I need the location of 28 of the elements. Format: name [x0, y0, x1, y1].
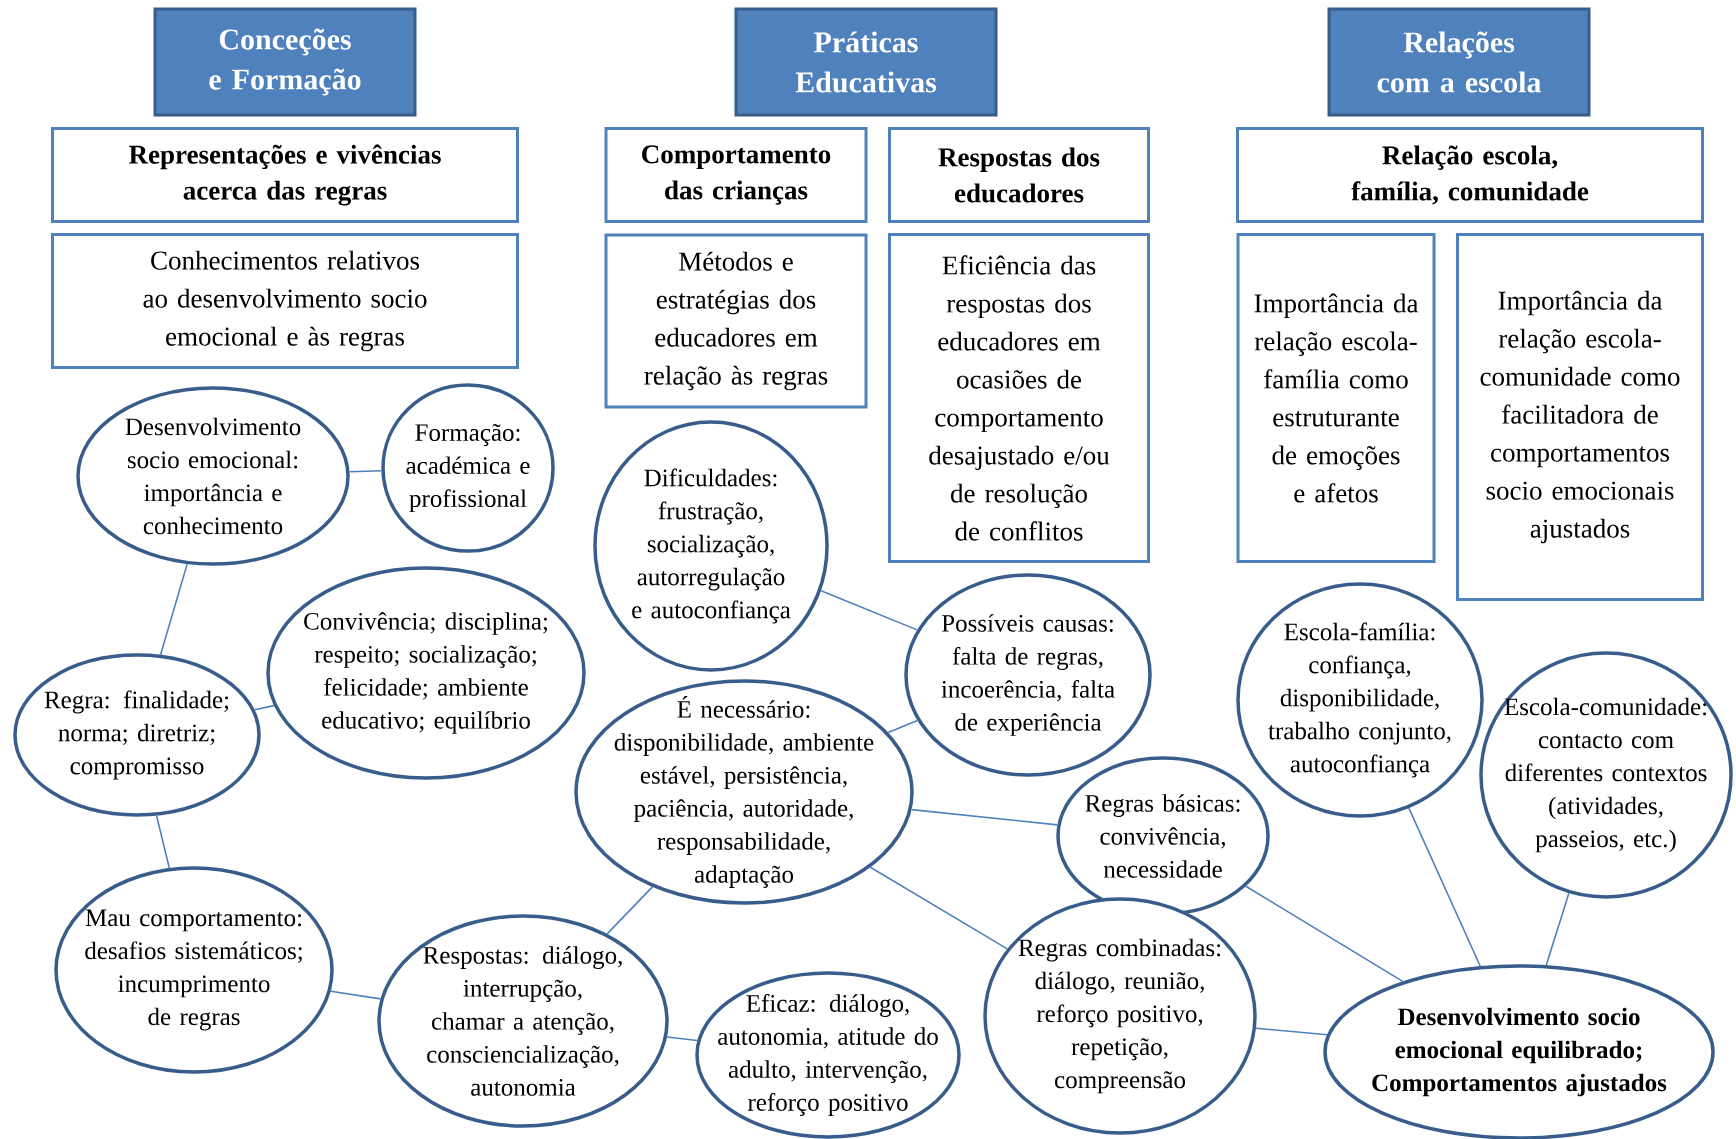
description-box: Métodos e estratégias dos educadores em relação às regras [604, 233, 868, 409]
category-box: Comportamento das crianças [604, 127, 868, 223]
connector-line [330, 990, 382, 1000]
header-box: Conceções e Formação [153, 7, 417, 117]
description-box: Importância da relação escola-família como estruturante de emoções e afetos [1236, 233, 1436, 563]
category-box: Relação escola, família, comunidade [1236, 127, 1704, 223]
connector-line [155, 814, 171, 869]
connector-line [1245, 885, 1404, 983]
description-box: Eficiência das respostas dos educadores em ocasiões de comportamento desajustado e/ou de resolução de conflitos [888, 233, 1150, 563]
connector-line [606, 886, 654, 935]
connector-line [348, 469, 383, 473]
connector-line [820, 589, 918, 631]
connector-line [910, 808, 1059, 826]
category-box: Representações e vivências acerca das regras [51, 127, 519, 223]
connector-line [666, 1036, 699, 1042]
header-box: Relações com a escola [1327, 7, 1591, 117]
category-box: Respostas dos educadores [888, 127, 1150, 223]
description-box: Importância da relação escola-comunidade como facilitadora de comportamentos socio emocionais ajustados [1456, 233, 1704, 601]
connector-line [869, 866, 1009, 950]
connector-line [1545, 892, 1570, 966]
node-label: Regras combinadas: diálogo, reunião, reforço positivo, repetição, compreensão [1018, 938, 1221, 1094]
connector-line [253, 704, 275, 711]
connector-line [1408, 807, 1481, 967]
connector-line [159, 563, 188, 656]
header-box: Práticas Educativas [734, 7, 998, 117]
connector-line [887, 719, 919, 734]
connector-line [1255, 1027, 1328, 1036]
description-box: Conhecimentos relativos ao desenvolvimento socio emocional e às regras [51, 233, 519, 369]
